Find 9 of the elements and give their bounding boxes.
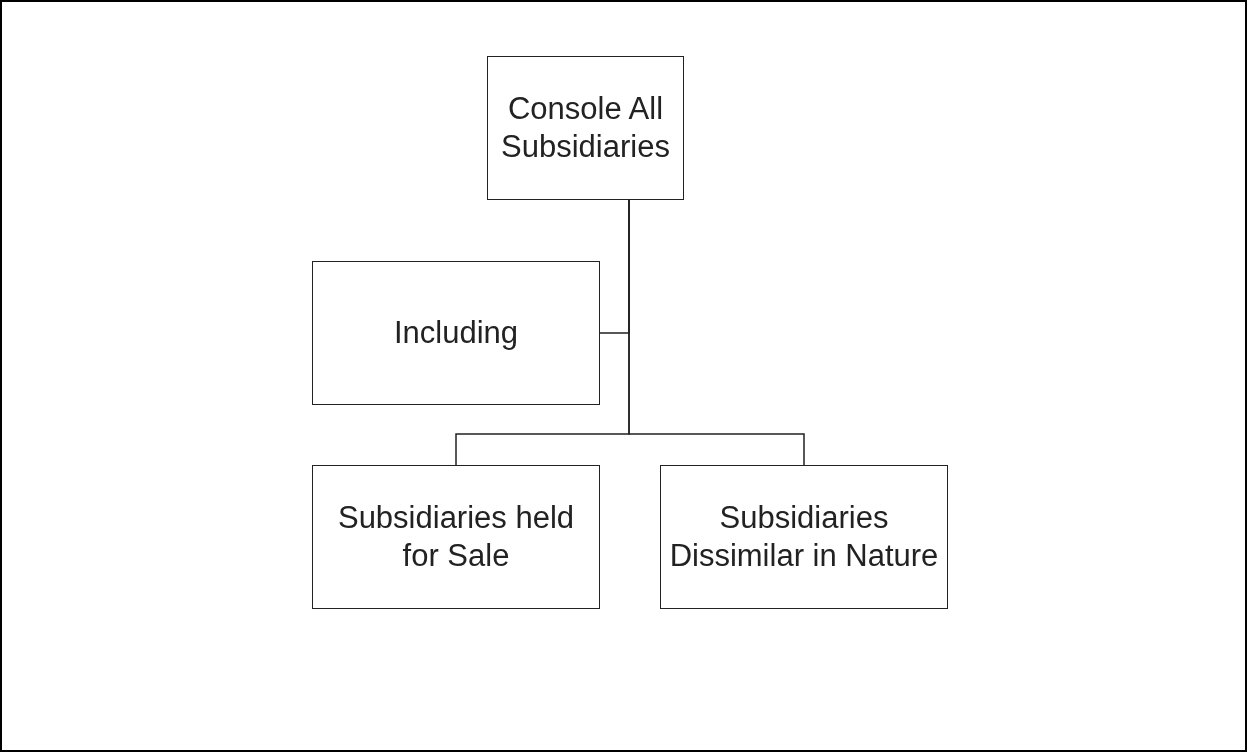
org-box [312, 465, 600, 609]
org-box [487, 56, 684, 200]
box-label: Including [393, 314, 519, 352]
box-label: Subsidiaries Dissimilar in Nature [668, 499, 940, 575]
box-label: Subsidiaries held for Sale [336, 499, 576, 575]
org-box [312, 261, 600, 405]
connector-line [628, 199, 805, 466]
box-label: Console All Subsidiaries [500, 90, 671, 166]
org-box [660, 465, 948, 609]
